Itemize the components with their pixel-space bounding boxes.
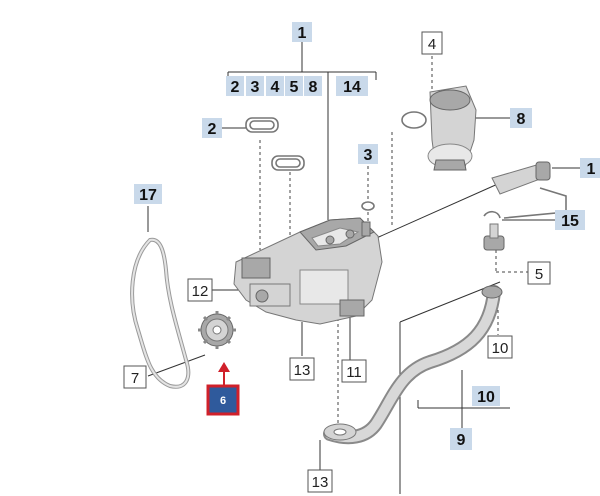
label-box-17 <box>134 184 162 204</box>
label-12: 12 <box>192 283 209 300</box>
label-4: 4 <box>428 36 436 53</box>
label-box-8 <box>510 108 532 128</box>
label-6: 6 <box>220 395 226 407</box>
label-box-1-right <box>580 158 600 178</box>
sprocket <box>198 311 236 349</box>
oil-pipe <box>323 285 503 445</box>
label-box-3 <box>358 144 378 164</box>
label-box-5 <box>527 261 551 285</box>
chain <box>130 237 191 389</box>
o-ring-small <box>361 201 375 211</box>
label-box-13-mid <box>289 357 315 381</box>
label-group-item-2: 2 <box>231 79 240 96</box>
elbow-housing <box>401 85 477 171</box>
label-group-item-5: 5 <box>290 79 299 96</box>
label-9: 9 <box>457 432 466 449</box>
clip-and-fitting <box>483 210 505 251</box>
label-1-right: 1 <box>587 161 596 178</box>
label-box-9 <box>450 428 472 450</box>
label-13-mid: 13 <box>294 362 311 379</box>
label-group-item-14: 14 <box>343 79 361 96</box>
label-7: 7 <box>131 370 139 387</box>
label-11: 11 <box>346 364 362 381</box>
label-box-13-bottom <box>307 469 333 493</box>
label-8: 8 <box>517 111 526 128</box>
label-3: 3 <box>364 147 373 164</box>
oil-pump-body <box>233 217 383 325</box>
oil-pressure-sensor <box>491 161 567 219</box>
label-box-1-top <box>292 22 312 42</box>
label-5: 5 <box>535 266 543 283</box>
label-15: 15 <box>561 213 579 230</box>
highlighted-part-6[interactable]: 6 <box>206 362 240 416</box>
label-group-1: 2 3 4 5 8 14 <box>226 76 368 96</box>
label-box-6[interactable] <box>206 384 240 416</box>
label-1-top: 1 <box>298 25 307 42</box>
label-box-10-small <box>487 335 513 359</box>
label-10-big: 10 <box>477 389 495 406</box>
label-box-4 <box>421 31 443 55</box>
gasket-seals <box>245 117 305 171</box>
label-box-7 <box>123 365 147 389</box>
label-group-item-4: 4 <box>271 79 280 96</box>
label-2: 2 <box>208 121 217 138</box>
label-box-10-big <box>472 386 500 406</box>
label-13-bottom: 13 <box>312 474 329 491</box>
label-box-15 <box>555 210 585 230</box>
label-box-12 <box>187 278 213 302</box>
leader-lines <box>147 40 580 494</box>
label-10-small: 10 <box>492 340 509 357</box>
label-group-item-3: 3 <box>251 79 260 96</box>
label-17: 17 <box>139 187 157 204</box>
label-box-11 <box>341 359 367 383</box>
label-group-item-8: 8 <box>309 79 318 96</box>
label-box-2 <box>202 118 222 138</box>
